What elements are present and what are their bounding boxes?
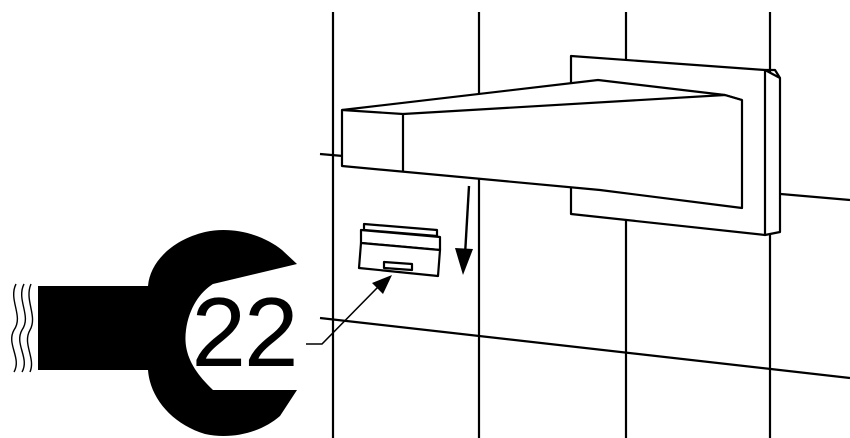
leader-arrow: [306, 275, 392, 345]
bath-spout: [340, 78, 744, 210]
grout-horizontal-lower: [319, 316, 850, 380]
aerator-insert: [357, 222, 442, 278]
removal-arrow: [455, 185, 473, 275]
wrench-size-label: 22: [191, 277, 296, 387]
open-end-wrench-icon: 22: [11, 230, 299, 436]
